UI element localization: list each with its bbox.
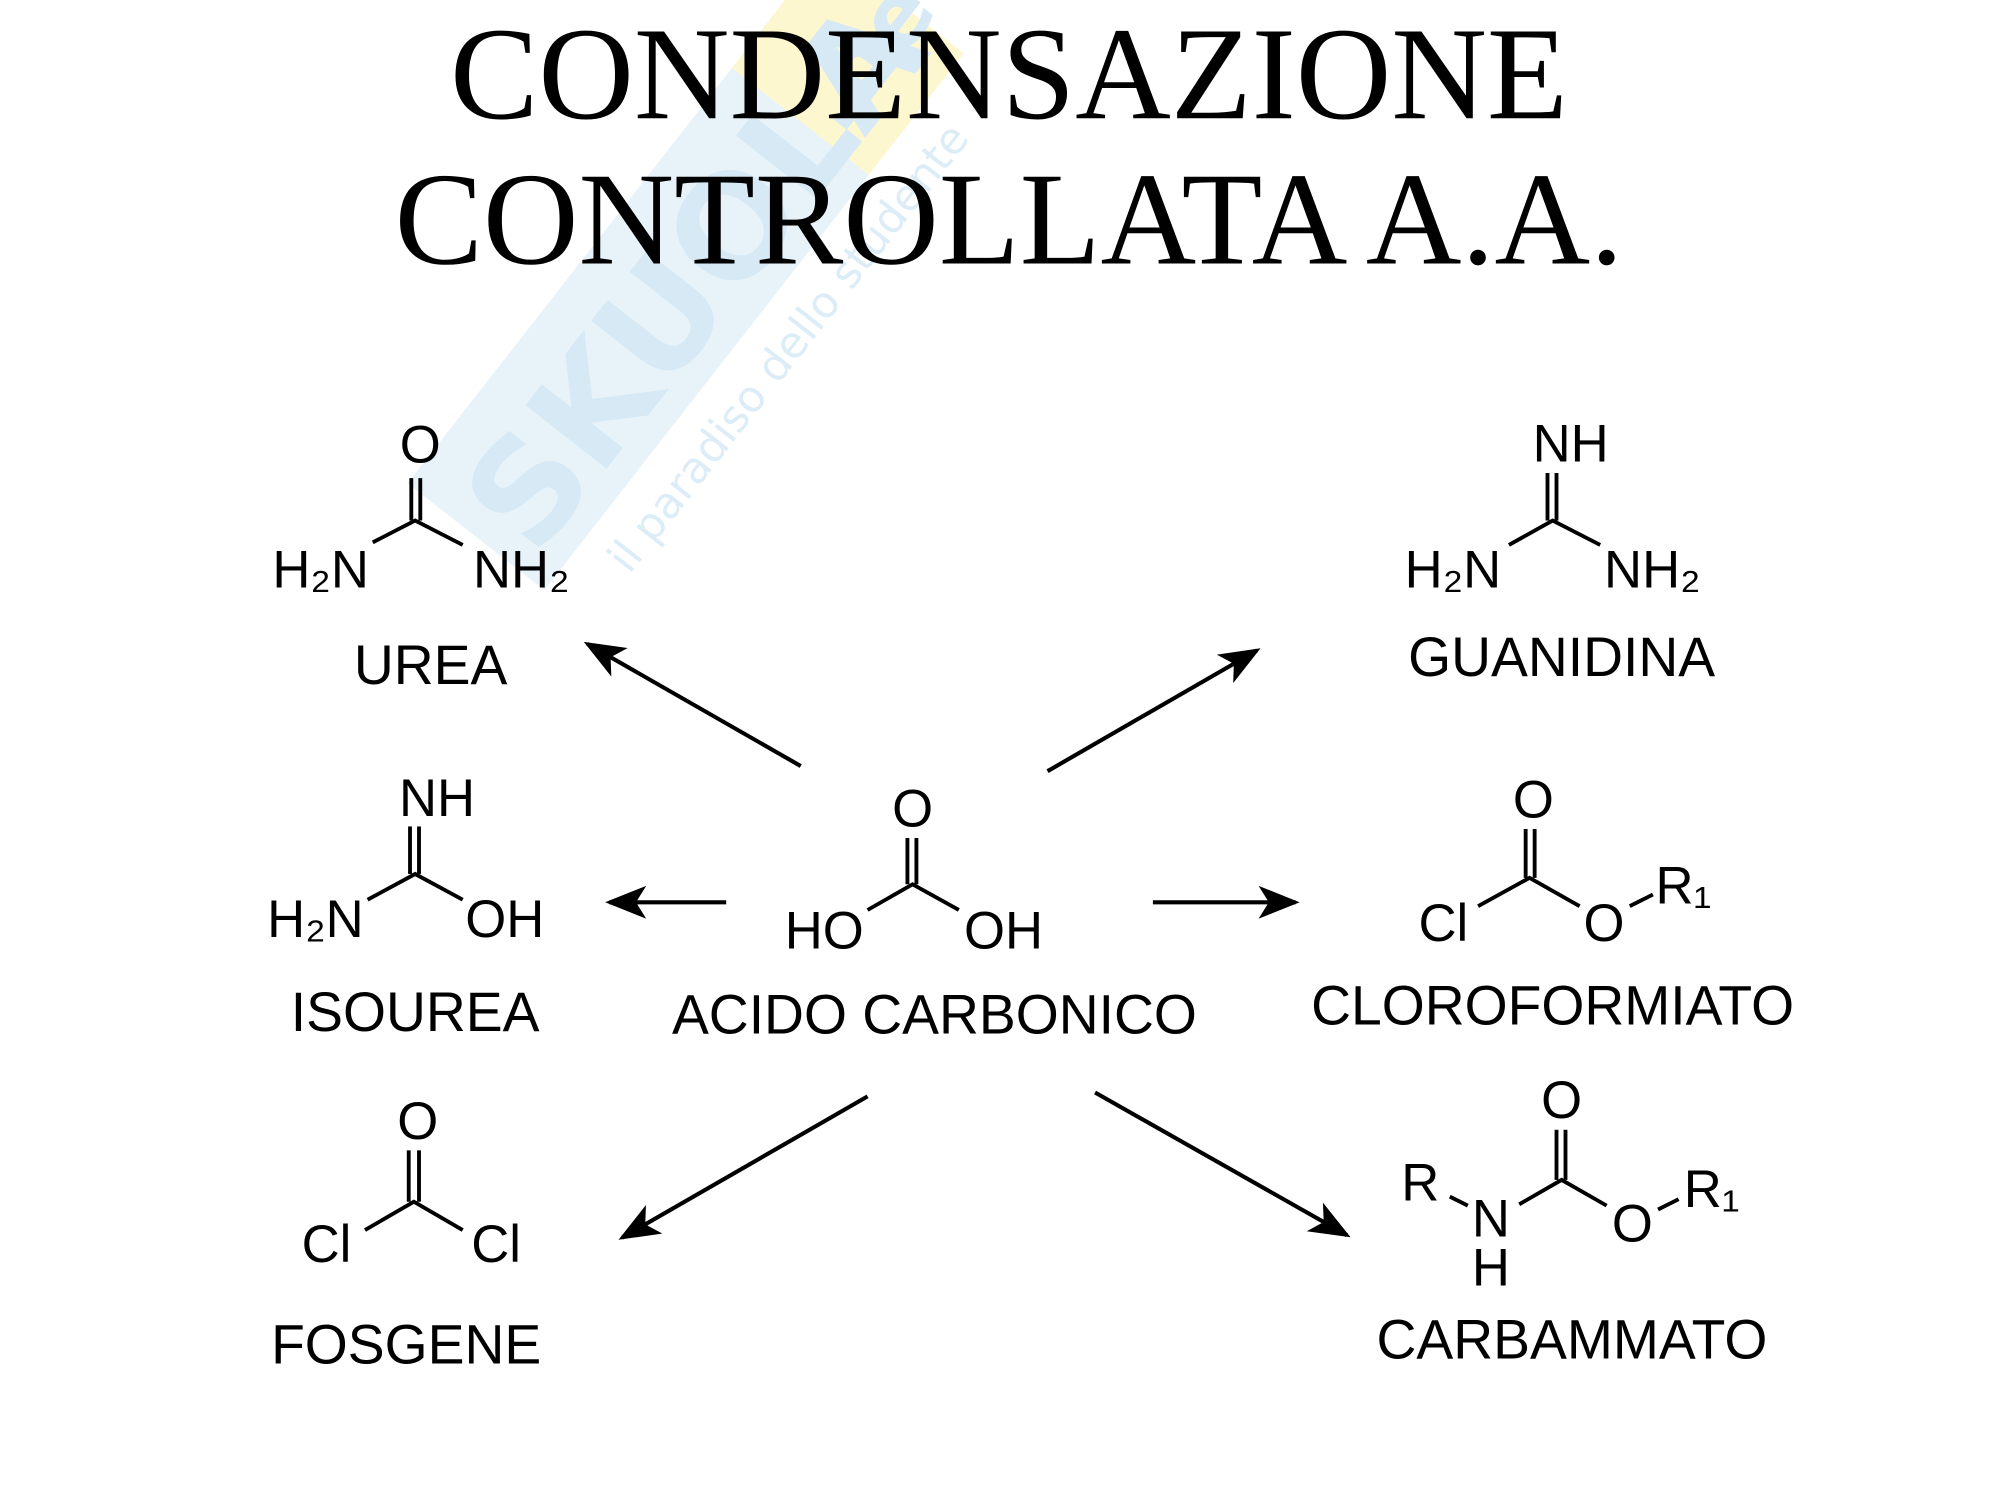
isourea-left-group: H₂N (267, 890, 364, 949)
isourea-top-group: NH (399, 769, 475, 828)
acido-carbonico-left-group: HO (785, 902, 864, 961)
guanidina-right-group: NH₂ (1604, 540, 1701, 599)
urea-top-atom: O (400, 416, 441, 475)
guanidina-top-group: NH (1533, 414, 1609, 473)
acido-carbonico-right-group: OH (964, 902, 1043, 961)
cloroformiato-top-atom: O (1513, 770, 1554, 829)
watermark-band (407, 0, 925, 591)
fosgene-left-atom: Cl (302, 1215, 352, 1274)
watermark-band-yellow (731, 0, 964, 175)
carbammato-substituent: R₁ (1684, 1160, 1740, 1219)
cloroformiato-substituent: R₁ (1655, 857, 1711, 916)
arrow-to-carbammato (1094, 1090, 1351, 1238)
compound-carbammato: O R N H O R₁ CARBAMMATO (1376, 1071, 1767, 1370)
fosgene-right-atom: Cl (471, 1215, 521, 1274)
carbammato-ester-oxygen: O (1612, 1195, 1653, 1254)
arrow-to-fosgene (618, 1094, 869, 1240)
carbammato-hydrogen: H (1472, 1238, 1510, 1297)
fosgene-name: FOSGENE (271, 1314, 541, 1376)
compound-guanidina: NH H₂N NH₂ GUANIDINA (1405, 414, 1716, 688)
arrow-to-urea (583, 641, 802, 768)
guanidina-name: GUANIDINA (1408, 626, 1715, 688)
fosgene-top-atom: O (397, 1092, 438, 1151)
acido-carbonico-name: ACIDO CARBONICO (672, 983, 1197, 1045)
compound-acido-carbonico: O HO OH ACIDO CARBONICO (672, 779, 1197, 1045)
urea-left-group: H₂N (272, 540, 369, 599)
cloroformiato-ester-oxygen: O (1584, 894, 1625, 953)
compound-fosgene: O Cl Cl FOSGENE (271, 1092, 541, 1376)
cloroformiato-name: CLOROFORMIATO (1311, 974, 1794, 1036)
isourea-right-group: OH (465, 890, 544, 949)
carbammato-name: CARBAMMATO (1376, 1309, 1767, 1371)
compound-urea: O H₂N NH₂ UREA (272, 416, 569, 696)
urea-name: UREA (354, 634, 508, 696)
carbammato-nitrogen: N (1472, 1189, 1510, 1248)
title-line-2: CONTROLLATA A.A. (395, 145, 1624, 292)
cloroformiato-left-atom: Cl (1419, 894, 1469, 953)
urea-right-group: NH₂ (473, 540, 570, 599)
arrow-to-guanidina (1046, 648, 1261, 773)
compound-isourea: NH H₂N OH ISOUREA (267, 769, 544, 1043)
carbammato-r-group: R (1401, 1153, 1439, 1212)
acido-carbonico-top-atom: O (892, 779, 933, 838)
guanidina-left-group: H₂N (1405, 540, 1502, 599)
carbammato-top-atom: O (1541, 1071, 1582, 1130)
isourea-name: ISOUREA (291, 981, 540, 1043)
compound-cloroformiato: O Cl O R₁ CLOROFORMIATO (1311, 770, 1794, 1036)
title-line-1: CONDENSAZIONE (450, 0, 1568, 147)
